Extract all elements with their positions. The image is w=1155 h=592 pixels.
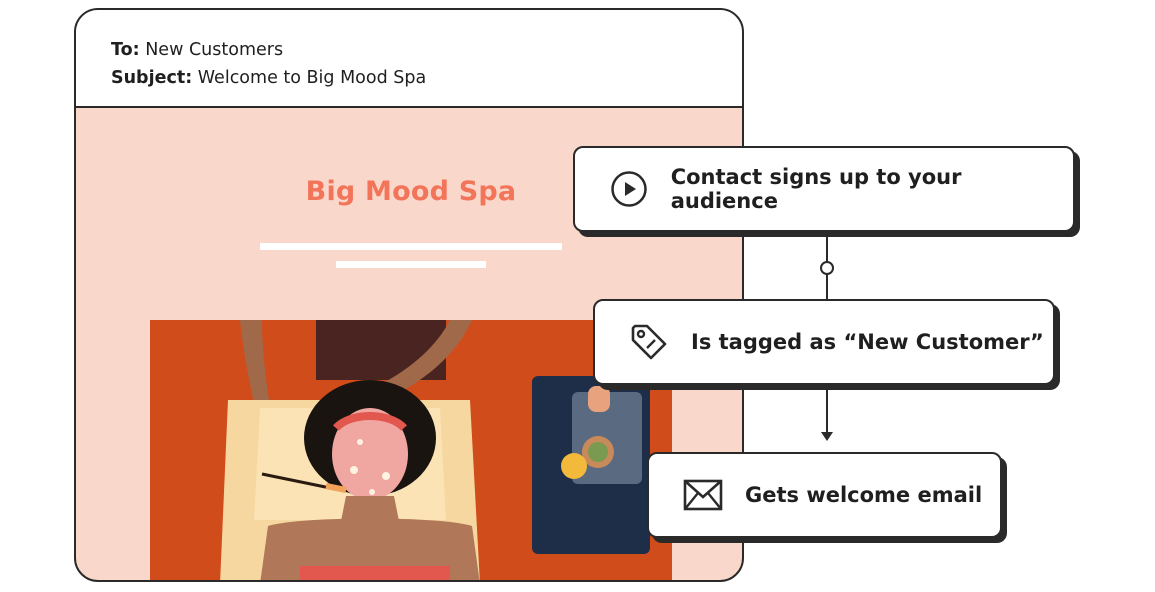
email-to-value: New Customers xyxy=(145,40,284,60)
email-subject-row: Subject: Welcome to Big Mood Spa xyxy=(111,64,742,92)
workflow-arrow-down-icon xyxy=(821,432,833,441)
spa-facial-photo xyxy=(150,320,672,580)
play-circle-icon xyxy=(609,169,649,209)
placeholder-text-line xyxy=(336,261,486,268)
email-preview-card: To: New Customers Subject: Welcome to Bi… xyxy=(74,8,744,582)
workflow-step-label: Is tagged as “New Customer” xyxy=(691,330,1044,354)
email-to-row: To: New Customers xyxy=(111,36,742,64)
tag-icon xyxy=(629,322,669,362)
workflow-step-email: Gets welcome email xyxy=(647,452,1002,538)
workflow-connector xyxy=(826,384,828,434)
envelope-icon xyxy=(683,475,723,515)
workflow-connector-dot xyxy=(820,261,834,275)
placeholder-text-line xyxy=(260,243,562,250)
email-header: To: New Customers Subject: Welcome to Bi… xyxy=(76,10,742,108)
email-subject-label: Subject: xyxy=(111,68,193,88)
brand-title-text: Big Mood Spa xyxy=(305,176,517,207)
email-subject-value: Welcome to Big Mood Spa xyxy=(197,68,427,88)
workflow-step-label: Contact signs up to your audience xyxy=(670,165,962,213)
email-to-label: To: xyxy=(111,40,140,60)
workflow-step-tag: Is tagged as “New Customer” xyxy=(593,299,1055,385)
workflow-step-label: Gets welcome email xyxy=(745,483,983,507)
email-brand-title: Big Mood Spa xyxy=(76,176,742,207)
workflow-step-trigger: Contact signs up to your audience xyxy=(573,146,1075,232)
